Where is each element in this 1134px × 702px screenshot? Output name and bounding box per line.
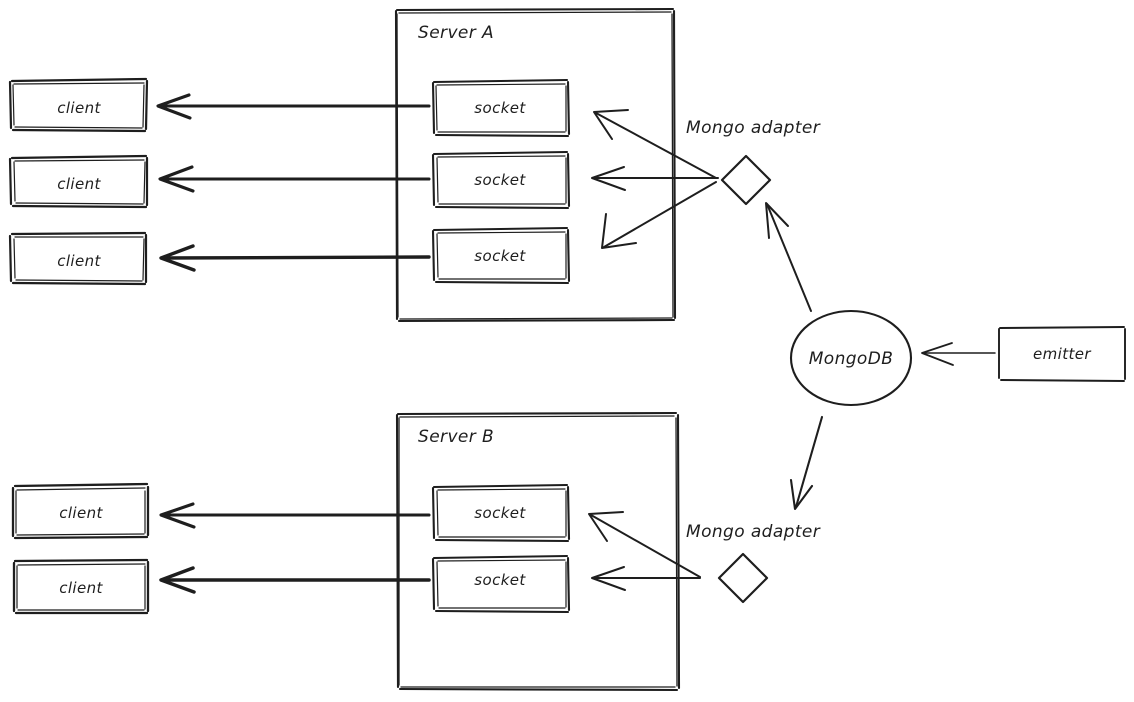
edge-adapter-a-to-socket-a3 — [601, 181, 717, 249]
edge-mongodb-to-adapter-b — [789, 415, 824, 511]
client-b-2-box[interactable] — [12, 558, 150, 615]
adapter-b-diamond[interactable] — [717, 552, 769, 604]
edge-socket-a1-to-client1 — [156, 93, 431, 120]
edge-socket-b1-to-client-b1 — [159, 502, 431, 529]
mongodb-ellipse[interactable] — [789, 309, 913, 407]
edge-adapter-a-to-socket-a1 — [593, 109, 717, 179]
edge-socket-a2-to-client2 — [158, 165, 431, 193]
client-b-1-box[interactable] — [11, 482, 150, 540]
socket-a-3-box[interactable] — [431, 226, 571, 285]
client-3-box[interactable] — [8, 231, 148, 286]
emitter-box[interactable] — [998, 326, 1126, 382]
edge-adapter-b-to-socket-b2 — [591, 566, 701, 591]
socket-b-1-box[interactable] — [431, 483, 571, 543]
server-a-box[interactable] — [394, 7, 677, 323]
edge-mongodb-to-adapter-a — [765, 202, 812, 312]
client-2-box[interactable] — [8, 154, 149, 209]
edge-adapter-b-to-socket-b1 — [588, 511, 701, 578]
edge-socket-a3-to-client3 — [159, 244, 431, 272]
edge-socket-b2-to-client-b2 — [159, 566, 431, 594]
client-1-box[interactable] — [8, 77, 149, 133]
server-b-box[interactable] — [395, 411, 681, 692]
socket-b-2-box[interactable] — [431, 554, 571, 614]
socket-a-2-box[interactable] — [431, 150, 571, 210]
edge-adapter-a-to-socket-a2 — [591, 166, 719, 191]
edge-emitter-to-mongodb — [921, 342, 996, 366]
socket-a-1-box[interactable] — [431, 78, 571, 138]
adapter-a-diamond[interactable] — [720, 154, 772, 206]
